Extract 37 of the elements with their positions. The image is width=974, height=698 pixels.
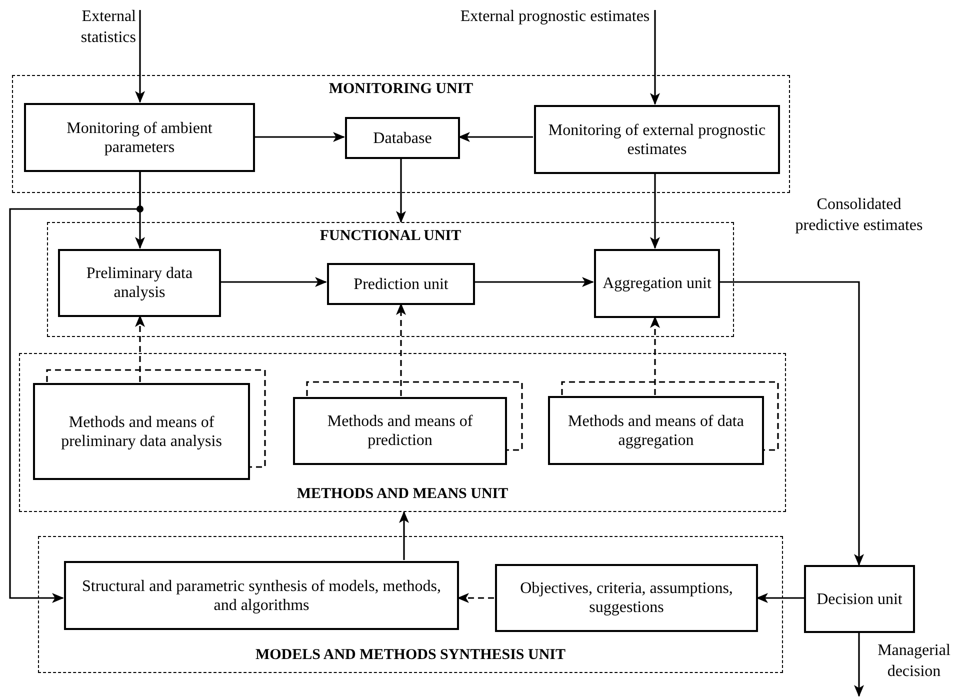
arrow — [396, 158, 406, 223]
arrow — [650, 10, 660, 105]
arrow — [756, 593, 804, 603]
process-box: Preliminary data analysis — [58, 249, 221, 317]
dashed-unit-frame — [38, 536, 783, 673]
process-box: Monitoring of external prognostic estimates — [534, 105, 780, 174]
dashed-unit-frame — [19, 353, 786, 512]
unit-title: FUNCTIONAL UNIT — [320, 229, 462, 244]
arrow — [854, 633, 864, 697]
dashed-arrow — [650, 316, 660, 395]
arrow — [650, 173, 660, 249]
arrow — [220, 277, 327, 287]
process-box: Monitoring of ambient parameters — [24, 103, 255, 172]
unit-title: MODELS AND METHODS SYNTHESIS UNIT — [255, 648, 566, 663]
arrow — [474, 277, 594, 287]
arrow — [458, 132, 533, 142]
arrow — [135, 10, 145, 103]
arrow — [719, 281, 864, 566]
process-box: Structural and parametric synthesis of models, methods, and algorithms — [64, 561, 459, 630]
dashed-arrow — [396, 303, 406, 396]
dashed-unit-frame — [47, 222, 734, 337]
process-box: Decision unit — [804, 565, 915, 633]
dashed-arrow — [457, 593, 494, 603]
arrow — [399, 511, 409, 560]
unit-title: MONITORING UNIT — [328, 82, 474, 97]
process-box: Objectives, criteria, assumptions, suggestions — [495, 564, 758, 632]
process-box: Methods and means of data aggregation — [548, 396, 764, 465]
process-box: Methods and means of prediction — [293, 397, 507, 465]
arrow — [9, 171, 141, 603]
process-box: Aggregation unit — [594, 249, 720, 318]
dashed-unit-frame — [12, 75, 790, 193]
process-box: Methods and means of preliminary data analysis — [33, 383, 250, 480]
process-box: Prediction unit — [327, 263, 475, 305]
arrow — [254, 132, 345, 142]
unit-title: METHODS AND MEANS UNIT — [296, 487, 508, 502]
process-box: Database — [345, 117, 460, 159]
dashed-arrow — [135, 315, 145, 382]
